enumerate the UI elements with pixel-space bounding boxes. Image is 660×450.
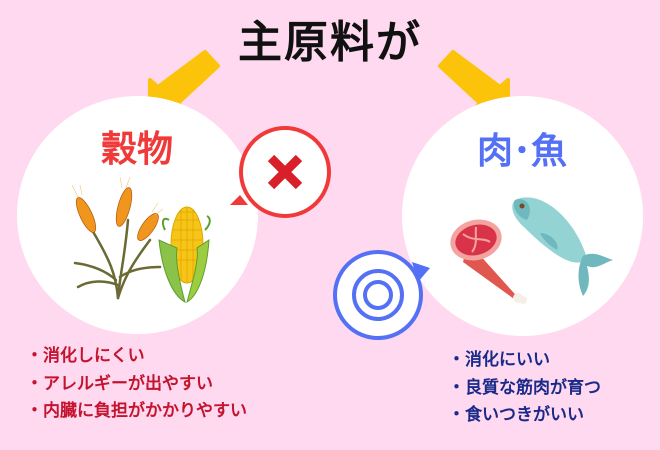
grain-drawbacks-list: ・消化しにくい ・アレルギーが出やすい ・内臓に負担がかかりやすい [26,343,247,426]
wheat-icon [71,176,164,300]
fish-icon [512,197,613,296]
list-item: ・消化しにくい [26,346,145,366]
cross-mark-icon [230,126,331,218]
list-item: ・食いつきがいい [448,405,584,425]
main-title: 主原料が [238,17,422,68]
double-circle-icon [333,250,430,340]
meat-fish-benefits-list: ・消化にいい ・良質な筋肉が育つ ・食いつきがいい [448,347,601,430]
list-item: ・内臓に負担がかかりやすい [26,401,247,421]
grain-panel [17,96,258,334]
grain-heading: 穀物 [100,129,173,170]
list-item: ・アレルギーが出やすい [26,373,213,394]
list-item: ・消化にいい [448,350,550,370]
meat-icon [450,219,527,304]
corn-icon [158,206,211,304]
list-item: ・良質な筋肉が育つ [448,377,601,398]
meat-fish-heading: 肉･魚 [476,131,567,172]
